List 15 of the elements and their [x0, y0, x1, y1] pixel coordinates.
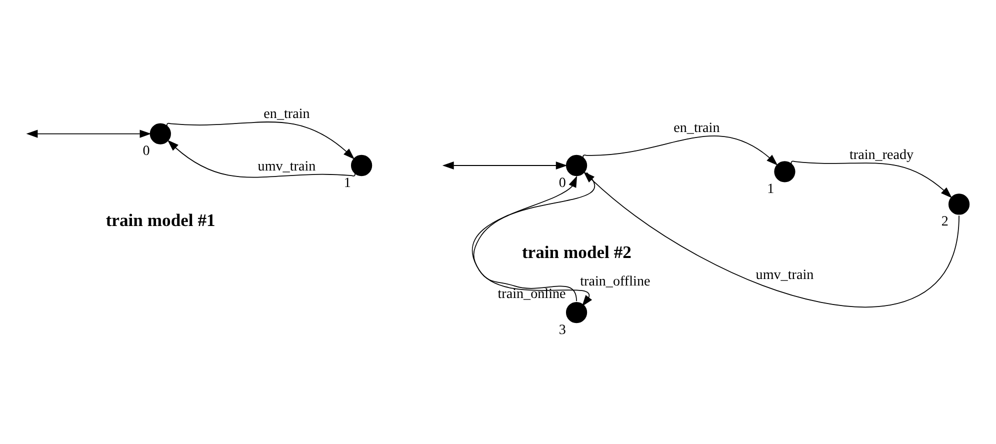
label: train model #2	[522, 241, 632, 262]
edge-label: train_ready	[850, 146, 914, 163]
edge-label: train_online	[498, 285, 566, 302]
node-label: 1	[344, 174, 351, 190]
node-label: 2	[941, 213, 948, 230]
edge-label: train_offline	[580, 273, 650, 290]
node-label: 0	[142, 142, 150, 159]
node-label: 3	[558, 321, 566, 338]
edge-label: umv_train	[756, 266, 814, 282]
label: train model #1	[106, 210, 216, 230]
node-label: 0	[558, 174, 566, 190]
edge-label: en_train	[264, 105, 310, 122]
edge-label: en_train	[674, 119, 720, 136]
node-label: 1	[767, 180, 774, 197]
edge-label: umv_train	[258, 158, 316, 174]
